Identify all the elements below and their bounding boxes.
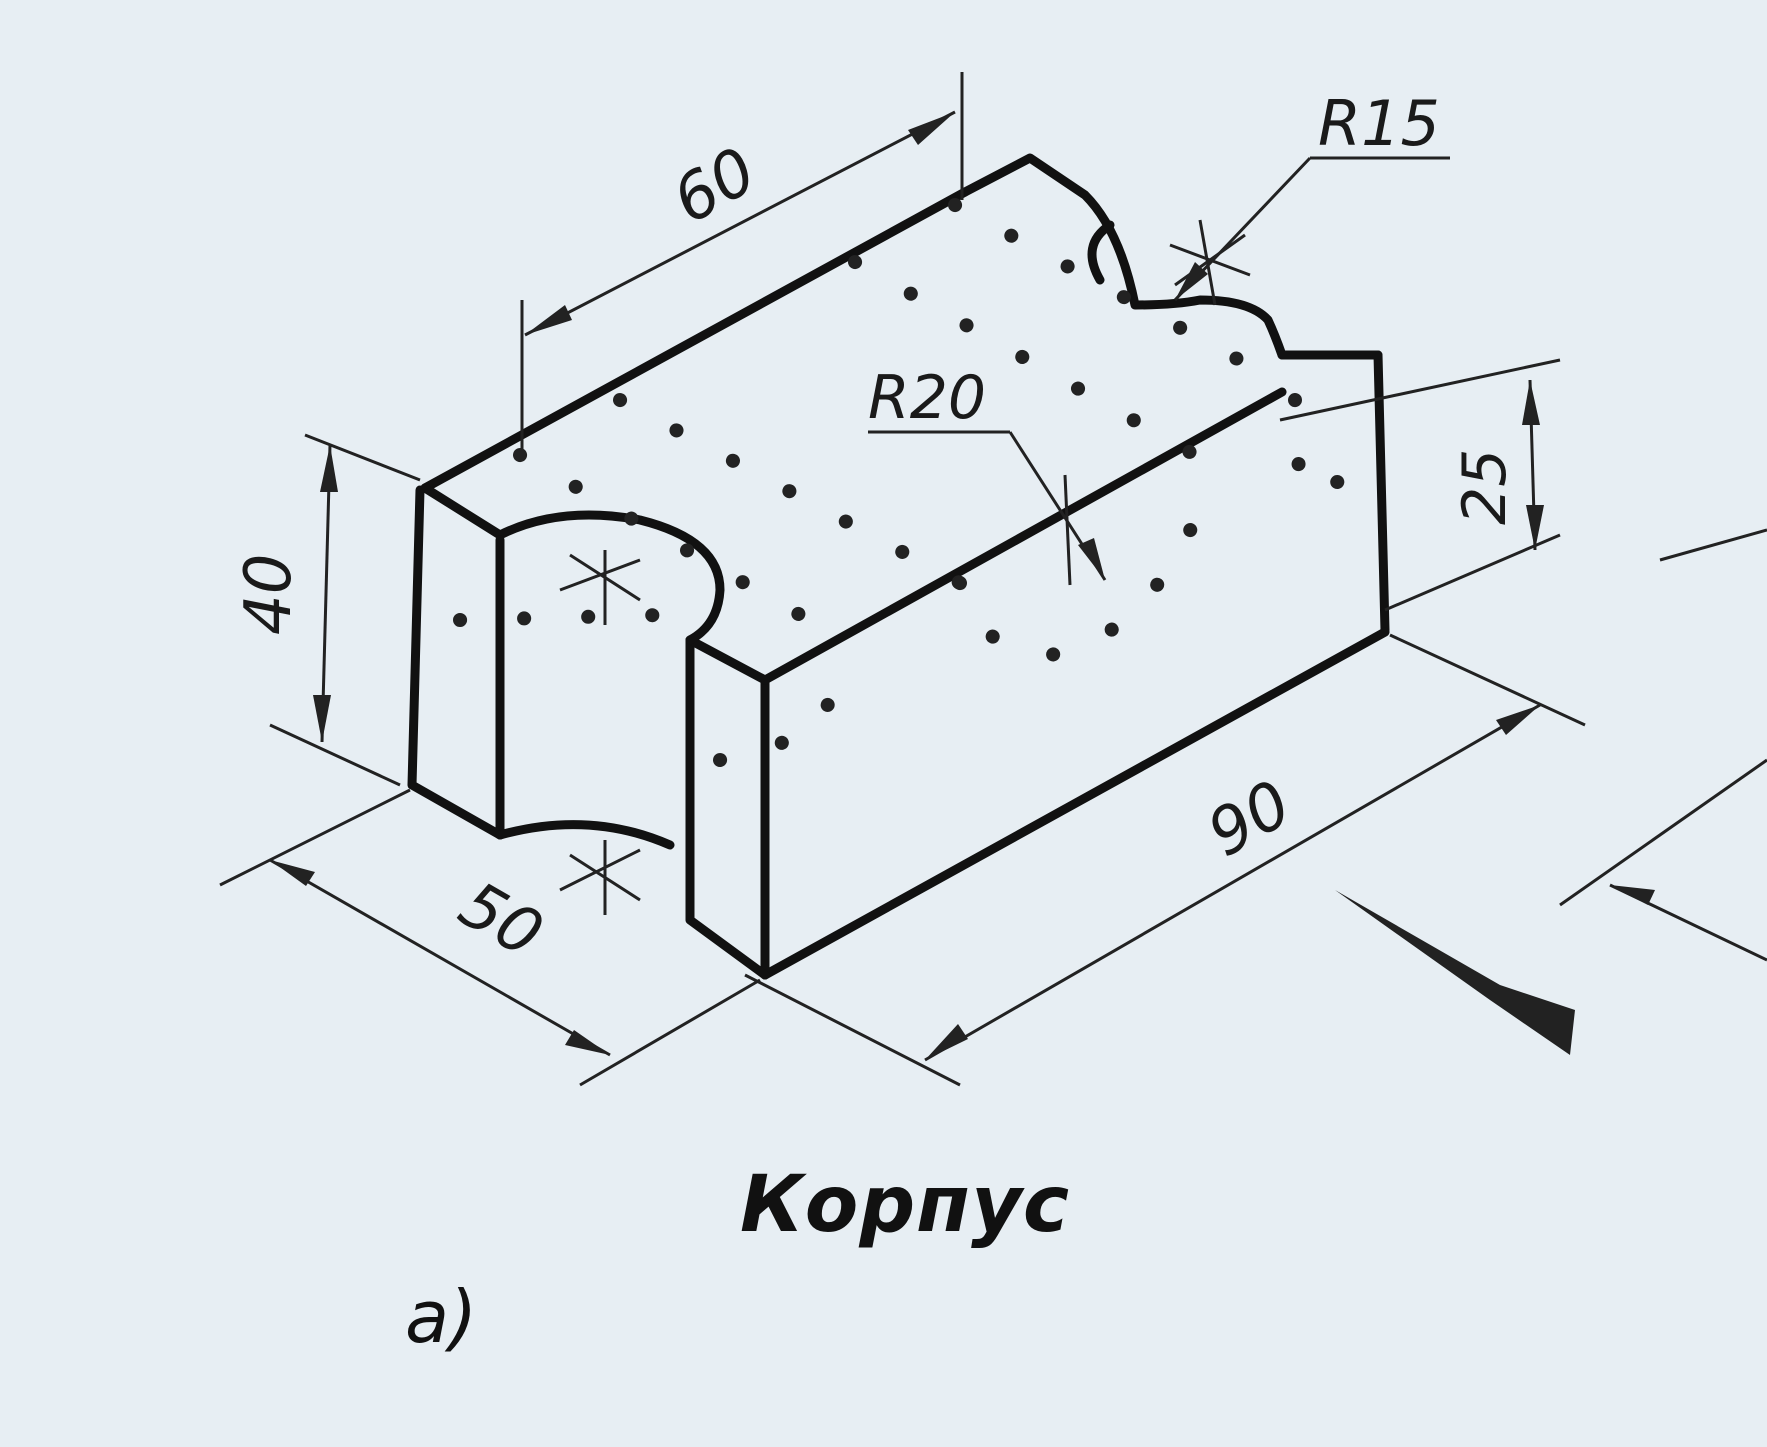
center-mark-r20-upper [559, 550, 641, 625]
arrow-25-top [1522, 380, 1540, 425]
u-cutout-top [495, 510, 725, 645]
center-mark-r20-lower [559, 840, 641, 915]
adjacent-figure-line-1 [1659, 528, 1767, 562]
arrow-40-bottom [313, 695, 331, 742]
radius-r20-label: R20 [868, 363, 986, 433]
hidden-left-step [453, 608, 667, 627]
dim-90-ext-left [744, 973, 961, 1087]
dim-25-ext-top [1279, 358, 1561, 422]
top-front-edge [760, 387, 1287, 685]
dim-90-ext-right [1389, 633, 1586, 727]
dim-40-label: 40 [232, 554, 306, 635]
arrow-60-right [908, 112, 955, 145]
radius-r15-label: R15 [1318, 87, 1440, 160]
dim-40-ext-top [304, 433, 421, 482]
dim-90-line [924, 703, 1541, 1062]
arrow-40-top [320, 445, 338, 492]
top-back-edge [420, 187, 970, 493]
left-top-edge [420, 483, 505, 540]
arrow-r15 [1175, 262, 1208, 300]
dim-50-ext-right [579, 978, 761, 1087]
dim-40-line [320, 444, 332, 743]
tab-curve-edge [1087, 220, 1115, 285]
figure-caption-title: Корпус [740, 1160, 1071, 1250]
arrow-adjacent-figure [1610, 885, 1655, 905]
center-mark-r15 [1169, 219, 1251, 306]
dim-50-label: 50 [447, 868, 555, 973]
dimension-arrows [270, 112, 1655, 1060]
front-block-top [685, 635, 770, 685]
figure-caption-label: а) [405, 1275, 478, 1359]
hidden-line-2 [613, 393, 967, 590]
center-mark-r20-top [1063, 474, 1072, 586]
arrow-r20 [1078, 538, 1105, 580]
left-vertical-edge [407, 485, 505, 840]
dim-60-line [524, 110, 956, 337]
dimension-lines [219, 72, 1767, 1087]
dim-50-line [269, 858, 611, 1057]
front-block-left [685, 635, 770, 980]
hidden-line-1 [513, 448, 837, 639]
dim-25-ext-bottom [1384, 533, 1561, 612]
part-outline [407, 153, 1390, 980]
hidden-line-4 [948, 198, 1292, 392]
dimension-labels: 60 40 50 90 25 R20 R15 [232, 87, 1520, 973]
bottom-front-edge [760, 627, 1390, 980]
arrow-60-left [525, 305, 572, 335]
arrow-50-left [270, 860, 315, 886]
arrow-90-right [1496, 705, 1540, 735]
u-cutout-bottom [495, 820, 675, 850]
right-vertical-edge [1373, 350, 1390, 635]
dim-40-ext-bottom [269, 723, 401, 787]
dim-50-ext-left [219, 788, 411, 887]
arrow-25-bottom [1526, 505, 1544, 550]
dim-90-label: 90 [1196, 767, 1304, 872]
adjacent-figure-line-2 [1559, 758, 1767, 907]
hidden-line-3 [848, 255, 1202, 462]
arrow-90-left [925, 1024, 968, 1060]
top-tab-edge [960, 153, 1287, 360]
hidden-arc-r20 [953, 513, 1202, 663]
view-direction-arrow [1335, 890, 1575, 1055]
dim-25-label: 25 [1450, 449, 1520, 525]
dim-60-label: 60 [661, 134, 769, 239]
arrow-50-right [565, 1030, 610, 1055]
hidden-lines [453, 198, 1377, 767]
